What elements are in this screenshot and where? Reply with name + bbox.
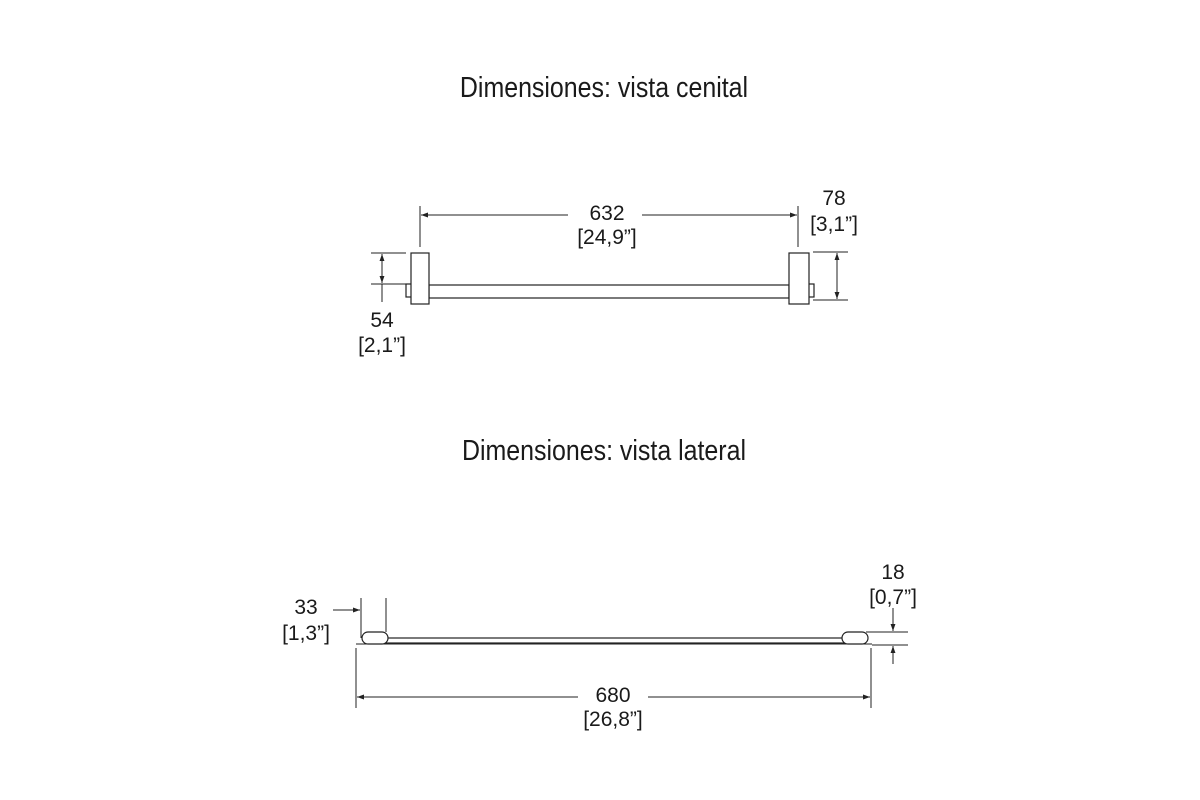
length-mm-label: 632 bbox=[589, 202, 624, 225]
right-end-cap bbox=[841, 631, 869, 645]
end-offset-dimension bbox=[333, 598, 387, 638]
side-view-title: Dimensiones: vista lateral bbox=[462, 434, 746, 466]
depth-mm-label: 78 bbox=[822, 187, 845, 210]
end-offset-inch-label: [1,3”] bbox=[282, 622, 330, 645]
bar-tube bbox=[428, 284, 790, 299]
right-bracket bbox=[788, 252, 810, 305]
total-length-dimension bbox=[355, 648, 872, 708]
height-inch-label: [2,1”] bbox=[358, 334, 406, 357]
length-inch-label: [24,9”] bbox=[577, 226, 637, 249]
left-end-cap bbox=[361, 631, 389, 645]
thickness-mm-label: 18 bbox=[881, 561, 904, 584]
total-length-mm-label: 680 bbox=[595, 684, 630, 707]
side-view-towel-bar bbox=[356, 631, 872, 645]
total-length-inch-label: [26,8”] bbox=[583, 708, 643, 731]
side-bar-tube bbox=[371, 637, 855, 644]
top-view-towel-bar bbox=[405, 252, 815, 305]
top-view-title: Dimensiones: vista cenital bbox=[460, 71, 748, 103]
depth-dimension bbox=[813, 251, 848, 301]
depth-inch-label: [3,1”] bbox=[810, 213, 858, 236]
end-offset-mm-label: 33 bbox=[294, 596, 317, 619]
thickness-dimension bbox=[866, 608, 908, 664]
thickness-inch-label: [0,7”] bbox=[869, 586, 917, 609]
height-dimension bbox=[371, 252, 406, 302]
left-bracket bbox=[410, 252, 430, 305]
height-mm-label: 54 bbox=[370, 309, 394, 332]
length-dimension bbox=[419, 206, 799, 247]
